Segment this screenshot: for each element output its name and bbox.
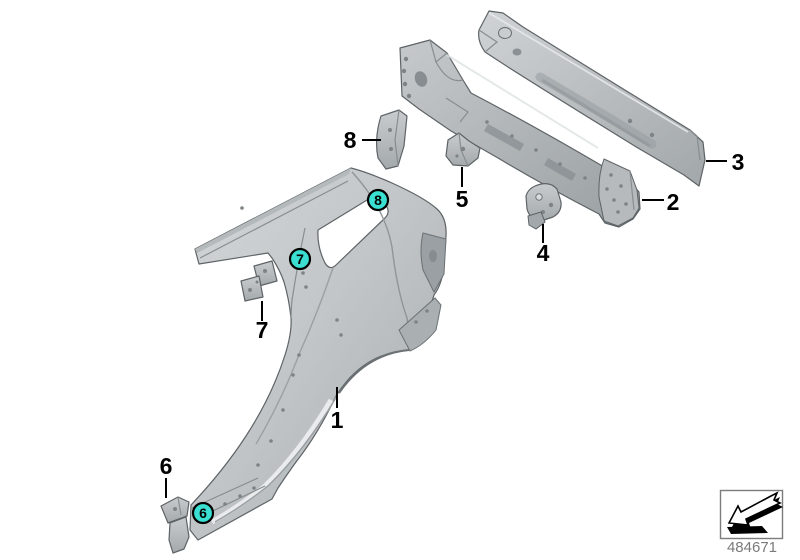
callout-3[interactable]: 3 [706,149,744,175]
callout-6-label[interactable]: 6 [160,453,173,479]
part-6-bracket [160,496,190,554]
part-2-rear-panel-inner [399,39,641,228]
part-7-bracket [240,260,278,302]
callout-4-label[interactable]: 4 [537,240,550,266]
hotspot-7-circle[interactable] [288,247,312,271]
hotspot-7[interactable]: 7 [288,247,312,271]
part-3-rear-panel-outer [478,10,706,187]
callout-5[interactable]: 5 [456,167,469,212]
callout-7-label[interactable]: 7 [256,317,269,343]
hotspot-7-label[interactable]: 7 [296,251,304,267]
callout-7[interactable]: 7 [256,301,269,343]
callout-3-label[interactable]: 3 [732,149,745,175]
part-8-bracket [375,109,408,170]
callout-1-label[interactable]: 1 [331,407,344,433]
callout-8[interactable]: 8 [344,127,381,153]
diagram-footer: 484671 [719,489,784,556]
callout-1[interactable]: 1 [331,387,344,433]
callout-2[interactable]: 2 [642,189,679,215]
part-5-bracket [445,132,481,167]
direction-arrow-icon [727,491,783,534]
callout-8-label[interactable]: 8 [344,127,357,153]
hotspot-6-circle[interactable] [191,501,215,525]
hotspot-6-label[interactable]: 6 [199,505,207,521]
part-number: 484671 [727,539,777,556]
part-4-bracket [525,183,562,230]
hotspot-8[interactable]: 8 [366,188,390,212]
hotspot-8-circle[interactable] [366,188,390,212]
callout-4[interactable]: 4 [537,224,550,266]
callout-2-label[interactable]: 2 [667,189,680,215]
hotspot-6[interactable]: 6 [191,501,215,525]
hotspot-8-label[interactable]: 8 [374,192,382,208]
callout-6[interactable]: 6 [160,453,173,498]
callout-5-label[interactable]: 5 [456,186,469,212]
part-1-quarter-panel [189,167,447,541]
